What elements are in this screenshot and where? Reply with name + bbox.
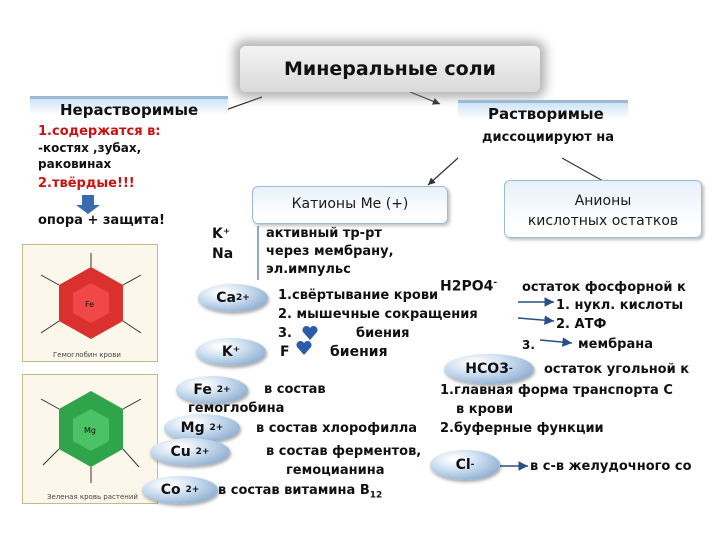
ion-hco3: HCO3-: [444, 354, 534, 384]
svg-text:Mg: Mg: [84, 426, 96, 435]
cation-3-desc-1: F: [280, 344, 290, 360]
cation-2-desc-4: биения: [356, 326, 410, 341]
heart-icon: [302, 325, 318, 341]
anion-1-item-2: 2. АТФ: [556, 317, 607, 332]
anion-1-desc: остаток фосфорной к: [522, 280, 686, 295]
ion-co: Co 2+: [142, 476, 218, 504]
anion-1-item-4: мембрана: [578, 337, 653, 352]
cation-7-desc-1: в состав витамина B12: [218, 483, 383, 501]
insoluble-line-1: 1.содержатся в:: [38, 124, 161, 139]
cation-2-desc-3: 3.: [278, 326, 292, 341]
anion-3-desc: в с-в желудочного со: [530, 459, 692, 474]
cation-2-desc-2: 2. мышечные сокращения: [278, 307, 478, 322]
cation-1-desc-2: через мембрану,: [266, 244, 394, 259]
soluble-header: Растворимые: [458, 100, 628, 126]
anion-1-item-3: 3.: [522, 338, 535, 352]
ion-cl: Cl-: [430, 450, 500, 480]
ion-mg: Mg 2+: [164, 414, 240, 442]
anion-2-item-2: в крови: [456, 402, 514, 417]
cation-6-desc-1: в состав ферментов,: [266, 444, 422, 459]
insoluble-header: Нерастворимые: [30, 96, 228, 122]
ion-k-na: K⁺ Na: [212, 226, 234, 262]
anion-2-desc: остаток угольной к: [544, 362, 690, 377]
insoluble-function: опора + защита!: [38, 213, 165, 228]
cation-4-desc-1: в состав: [264, 382, 326, 397]
chlorophyll-image: Mg Зеленая кровь растений: [22, 374, 158, 504]
anion-1-item-1: 1. нукл. кислоты: [556, 298, 684, 313]
hemoglobin-caption: Гемоглобин крови: [53, 351, 121, 359]
ion-cu: Cu 2+: [150, 438, 230, 466]
ion-fe: Fe 2+: [176, 376, 248, 404]
cation-4-desc-2: гемоглобина: [188, 401, 285, 416]
cation-1-desc-3: эл.импульс: [266, 262, 351, 277]
svg-text:Fe: Fe: [85, 300, 94, 309]
heme-molecule-icon: Fe: [40, 253, 142, 339]
heart-icon-2: [296, 340, 312, 356]
ion-h2po4: H2PO4-: [440, 278, 498, 295]
insoluble-line-4: 2.твёрдые!!!: [38, 176, 135, 191]
cation-1-desc-1: активный тр-рт: [266, 226, 382, 241]
chlorophyll-molecule-icon: Mg: [40, 391, 142, 483]
page-title: Минеральные соли: [240, 46, 540, 92]
cation-5-desc-1: в состав хлорофилла: [256, 421, 418, 436]
cation-3-desc-2: биения: [330, 344, 388, 360]
anion-2-item-3: 2.буферные функции: [440, 421, 604, 436]
chlorophyll-caption: Зеленая кровь растений: [47, 493, 138, 501]
cations-box: Катионы Ме (+): [252, 186, 448, 224]
insoluble-line-2: -костях ,зубах,: [38, 141, 142, 155]
insoluble-line-3: раковинах: [38, 157, 112, 171]
hemoglobin-image: Fe Гемоглобин крови: [22, 244, 158, 362]
cation-2-desc-1: 1.свёртывание крови: [278, 288, 439, 303]
cation-6-desc-2: гемоцианина: [286, 463, 385, 478]
ion-k: K⁺: [196, 338, 266, 366]
anions-box: Анионы кислотных остатков: [504, 180, 702, 238]
anion-2-item-1: 1.главная форма транспорта С: [440, 383, 673, 398]
soluble-subtitle: диссоциируют на: [482, 130, 615, 145]
